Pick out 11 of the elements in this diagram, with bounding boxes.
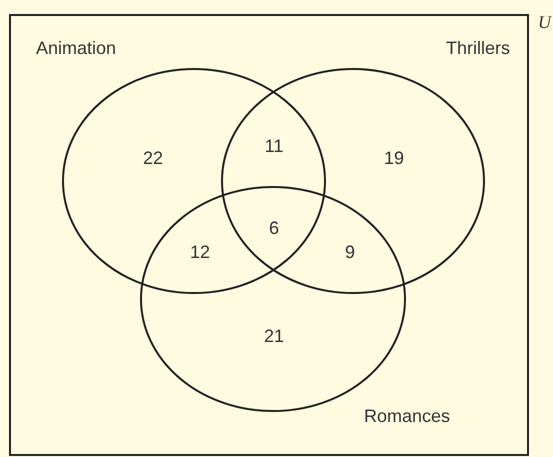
universe-label: U [538,12,551,32]
region-count: 22 [142,148,164,168]
region-count: 9 [345,242,355,262]
set-label: Animation [36,38,116,58]
region-count: 6 [269,218,279,238]
region-count: 11 [264,136,284,156]
set-label: Romances [364,406,450,426]
region-count: 21 [264,326,284,346]
set-label: Thrillers [446,38,510,58]
region-count: 19 [384,148,404,168]
region-count: 12 [190,242,210,262]
